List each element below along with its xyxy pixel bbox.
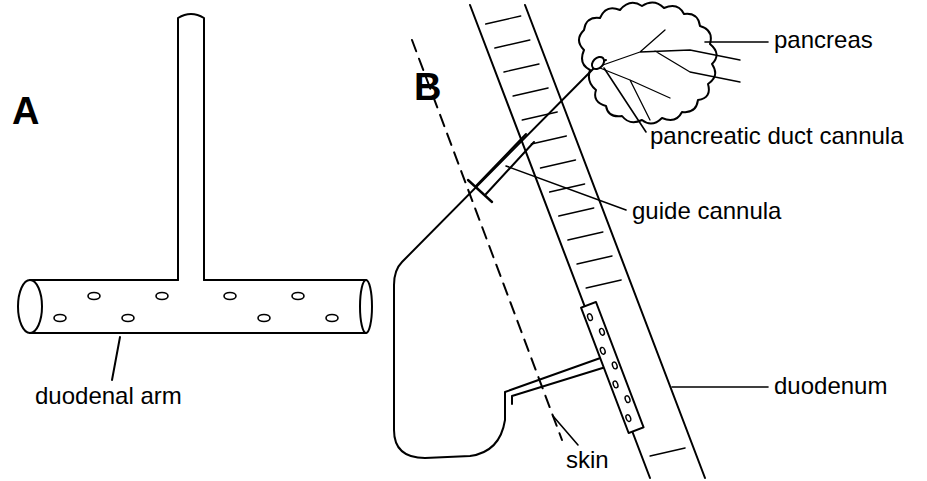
hole (156, 293, 168, 300)
part-label: duodenal arm (35, 384, 182, 408)
hole (611, 361, 618, 369)
part-label: skin (566, 448, 609, 472)
panel-letter: B (414, 68, 441, 106)
hole (599, 328, 606, 336)
part-label: duodenum (774, 374, 887, 398)
hatch-stroke (650, 448, 685, 456)
hole (224, 293, 236, 300)
part-label: pancreatic duct cannula (650, 124, 904, 148)
hatch-stroke (577, 256, 612, 264)
hole (292, 293, 304, 300)
hatch-stroke (486, 16, 521, 24)
hatch-stroke (495, 40, 530, 48)
pancreas-outline (579, 2, 740, 123)
hatch-stroke (568, 232, 603, 240)
hatch-stroke (559, 208, 594, 216)
hatch-stroke (531, 136, 566, 144)
duodenal-arm (505, 302, 644, 433)
hatch-stroke (504, 64, 539, 72)
t-tube (18, 14, 372, 333)
hole (625, 414, 632, 422)
hole (624, 395, 631, 403)
hole (88, 293, 100, 300)
hole (599, 347, 606, 355)
hole (54, 315, 66, 322)
leader-lines (506, 42, 768, 445)
hole (258, 315, 270, 322)
part-label: pancreas (774, 28, 873, 52)
cannula-tube (394, 55, 606, 458)
leader-line (112, 337, 120, 380)
part-label: guide cannula (632, 199, 781, 223)
hatch-stroke (513, 88, 548, 96)
hatch-stroke (541, 160, 576, 168)
hatch-stroke (522, 112, 557, 120)
hatch-stroke (586, 280, 621, 288)
hole (587, 313, 594, 321)
panel-letter: A (12, 92, 39, 130)
hole (326, 315, 338, 322)
guide-cannula (468, 134, 534, 202)
hole (122, 315, 134, 322)
hole (612, 380, 619, 388)
